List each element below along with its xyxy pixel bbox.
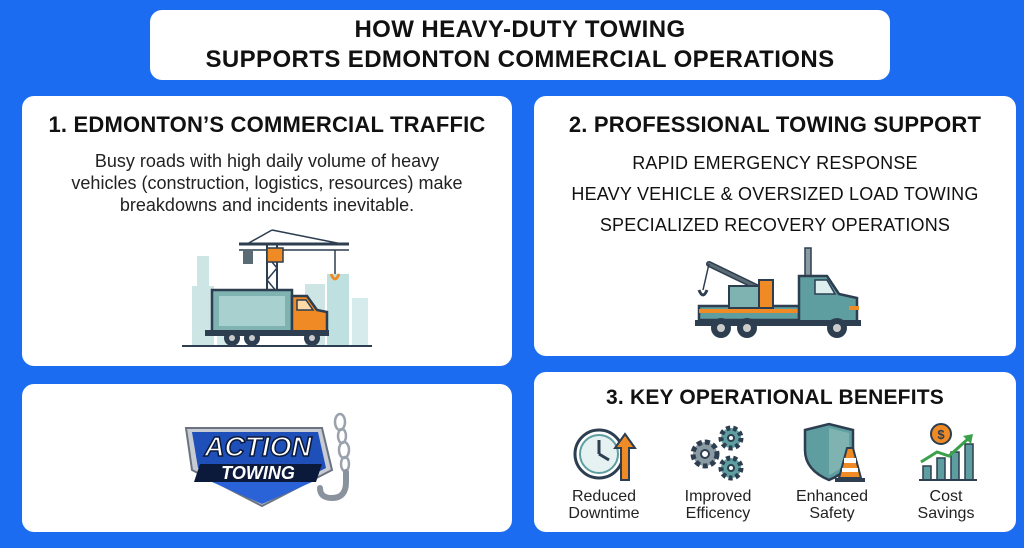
city-truck-crane-icon — [182, 229, 372, 347]
benefit-reduced-downtime: Reduced Downtime — [548, 422, 660, 522]
gears-icon — [690, 425, 744, 481]
section2-heading: 2. PROFESSIONAL TOWING SUPPORT — [568, 112, 982, 137]
title-line-2: SUPPORTS EDMONTON COMMERCIAL OPERATIONS — [205, 46, 835, 73]
towing-support-card: 2. PROFESSIONAL TOWING SUPPORT RAPID EME… — [534, 96, 1016, 356]
tow-truck-icon — [695, 247, 861, 338]
section3-heading: 3. KEY OPERATIONAL BENEFITS — [606, 386, 944, 409]
section1-desc-line: vehicles (construction, logistics, resou… — [71, 173, 463, 193]
benefit-label-line: Cost — [929, 488, 963, 505]
benefit-improved-efficiency: Improved Efficency — [662, 422, 774, 522]
clock-arrow-up-icon — [573, 428, 637, 481]
benefit-label-line: Downtime — [568, 505, 640, 522]
benefit-label-line: Safety — [809, 505, 855, 522]
benefit-label-line: Improved — [684, 488, 752, 505]
section1-heading: 1. EDMONTON’S COMMERCIAL TRAFFIC — [48, 112, 486, 137]
benefit-cost-savings: $ Cost Savings — [890, 422, 1002, 522]
svg-text:$: $ — [937, 427, 945, 442]
services-list: RAPID EMERGENCY RESPONSE HEAVY VEHICLE &… — [534, 148, 1016, 241]
section1-desc-line: Busy roads with high daily volume of hea… — [94, 151, 440, 171]
action-towing-logo: ACTION TOWING — [184, 412, 351, 508]
section1-desc-line: breakdowns and incidents inevitable. — [119, 195, 415, 215]
service-item: RAPID EMERGENCY RESPONSE — [632, 153, 918, 173]
title-card: HOW HEAVY-DUTY TOWING SUPPORTS EDMONTON … — [150, 10, 890, 80]
commercial-traffic-card: 1. EDMONTON’S COMMERCIAL TRAFFIC Busy ro… — [22, 96, 512, 366]
tow-hook-chain-icon — [317, 412, 351, 502]
shield-cone-icon — [803, 422, 865, 482]
logo-line-1: ACTION — [203, 431, 312, 462]
benefit-label-line: Efficency — [685, 505, 751, 522]
benefit-label-line: Reduced — [571, 488, 637, 505]
benefit-label-line: Savings — [917, 505, 975, 522]
logo-line-2: TOWING — [221, 463, 295, 483]
benefit-label-line: Enhanced — [795, 488, 869, 505]
logo-card: ACTION TOWING — [22, 384, 512, 532]
benefit-enhanced-safety: Enhanced Safety — [776, 422, 888, 522]
service-item: HEAVY VEHICLE & OVERSIZED LOAD TOWING — [571, 184, 979, 204]
benefits-card: 3. KEY OPERATIONAL BENEFITS Reduced Down… — [534, 372, 1016, 532]
section1-description: Busy roads with high daily volume of hea… — [62, 150, 472, 216]
benefits-row: Reduced Downtime Improved Efficency — [548, 422, 1002, 522]
service-item: SPECIALIZED RECOVERY OPERATIONS — [599, 215, 951, 235]
title-line-1: HOW HEAVY-DUTY TOWING — [354, 16, 686, 43]
dollar-chart-icon: $ — [919, 423, 977, 481]
